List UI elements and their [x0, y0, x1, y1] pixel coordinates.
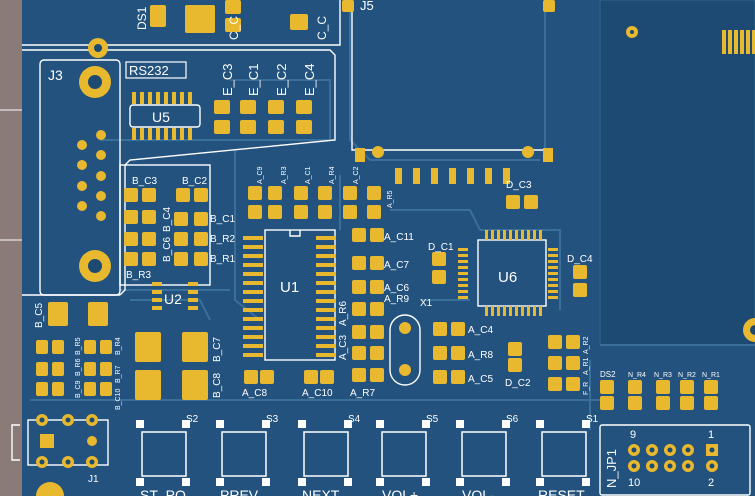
label-n-r4: N_R4	[628, 372, 646, 379]
label-d-c2: D_C2	[505, 378, 531, 389]
label-d-c3: D_C3	[506, 180, 532, 191]
board-edge	[0, 0, 22, 496]
label-jp-1: 1	[708, 429, 714, 441]
label-jp-9: 9	[630, 429, 636, 441]
label-a-r9: A_R9	[384, 294, 409, 305]
label-s2: S2	[186, 414, 199, 425]
label-d-c1: D_C1	[428, 242, 454, 253]
label-d-c4: D_C4	[567, 254, 593, 265]
label-b-r5: B_R5	[75, 337, 82, 355]
rs232-box	[125, 61, 187, 79]
label-a-c7: A_C7	[384, 260, 409, 271]
label-jp-10: 10	[628, 477, 640, 489]
label-e-c4: E_C4	[302, 63, 317, 96]
label-b-r2: B_R2	[210, 234, 235, 245]
label-b-c7: B_C7	[212, 337, 223, 362]
label-b-r6: B_R6	[75, 358, 82, 376]
label-c-c-1: C_C	[227, 16, 241, 40]
label-btn-next: NEXT	[302, 487, 340, 496]
label-s3: S3	[266, 414, 279, 425]
label-jp-2: 2	[708, 477, 714, 489]
label-n-r3: N_R3	[654, 372, 672, 379]
label-j5: J5	[360, 0, 374, 13]
pad-holes	[39, 417, 715, 469]
silkscreen-labels: DS1 C_C C_C J5 J3 RS232 E_C3 E_C1 E_C2 E…	[34, 0, 720, 496]
label-a-c5: A_C5	[468, 374, 493, 385]
label-u6: U6	[498, 269, 517, 286]
label-ds2: DS2	[600, 370, 616, 379]
label-f-r: F_R	[583, 382, 590, 395]
label-a-c3: A_C3	[338, 335, 349, 360]
label-n-r1: N_R1	[702, 372, 720, 379]
push-buttons	[136, 420, 590, 486]
module-area-right	[599, 0, 755, 346]
label-b-r1: B_R1	[210, 254, 235, 265]
label-b-c9: B_C9	[75, 380, 82, 398]
label-n-r2: N_R2	[678, 372, 696, 379]
label-b-c1: B_C1	[210, 214, 235, 225]
label-j1: J1	[88, 474, 99, 485]
label-ds1: DS1	[135, 6, 149, 30]
label-a-r3: A_R3	[281, 166, 288, 184]
label-e-c3: E_C3	[220, 63, 235, 96]
label-btn-st-po: ST_PO	[140, 487, 186, 496]
label-a-r7: A_R7	[350, 388, 375, 399]
label-b-c4: B_C4	[162, 207, 173, 232]
label-x1: X1	[420, 298, 433, 309]
label-b-c2: B_C2	[182, 176, 207, 187]
label-b-r4: B_R4	[115, 337, 122, 355]
label-a-c8: A_C8	[242, 388, 267, 399]
label-a-r6: A_R6	[338, 301, 349, 326]
label-btn-vol-minus: VOL-	[462, 487, 495, 496]
label-b-c5: B_C5	[34, 303, 45, 328]
label-s1: S1	[586, 414, 599, 425]
label-a-r1: A_R1	[583, 357, 590, 375]
label-s4: S4	[348, 414, 361, 425]
label-a-c1: A_C1	[305, 166, 312, 184]
label-b-r3: B_R3	[126, 270, 151, 281]
label-a-r5: A_R5	[387, 190, 394, 208]
label-rs232: RS232	[129, 63, 169, 78]
label-a-r4: A_R4	[329, 166, 336, 184]
label-n-jp1: N_JP1	[604, 449, 619, 488]
label-a-c2: A_C2	[353, 166, 360, 184]
pads	[36, 0, 755, 496]
label-u5: U5	[152, 109, 170, 125]
label-c-c-2: C_C	[315, 16, 329, 40]
label-a-c6: A_C6	[384, 283, 409, 294]
label-a-c11: A_C11	[384, 232, 414, 243]
label-b-c3: B_C3	[132, 176, 157, 187]
label-s6: S6	[506, 414, 519, 425]
label-btn-reset: RESET	[538, 487, 585, 496]
label-j3: J3	[48, 67, 63, 83]
label-a-c4: A_C4	[468, 325, 493, 336]
label-s5: S5	[426, 414, 439, 425]
label-u2: U2	[164, 291, 182, 307]
label-b-c6: B_C6	[162, 237, 173, 262]
label-e-c2: E_C2	[274, 63, 289, 96]
label-a-r2: A_R2	[583, 336, 590, 354]
edge-notch-lines	[0, 109, 25, 241]
label-btn-prev: PREV	[220, 487, 259, 496]
label-b-c8: B_C8	[212, 373, 223, 398]
label-b-c10: B_C10	[115, 388, 122, 410]
label-a-c10: A_C10	[302, 388, 333, 399]
label-b-r7: B_R7	[115, 365, 122, 383]
label-btn-vol-plus: VOL+	[382, 487, 418, 496]
label-u1: U1	[280, 279, 299, 296]
label-a-c9: A_C9	[257, 166, 264, 184]
label-e-c1: E_C1	[246, 63, 261, 96]
label-a-r8: A_R8	[468, 350, 493, 361]
